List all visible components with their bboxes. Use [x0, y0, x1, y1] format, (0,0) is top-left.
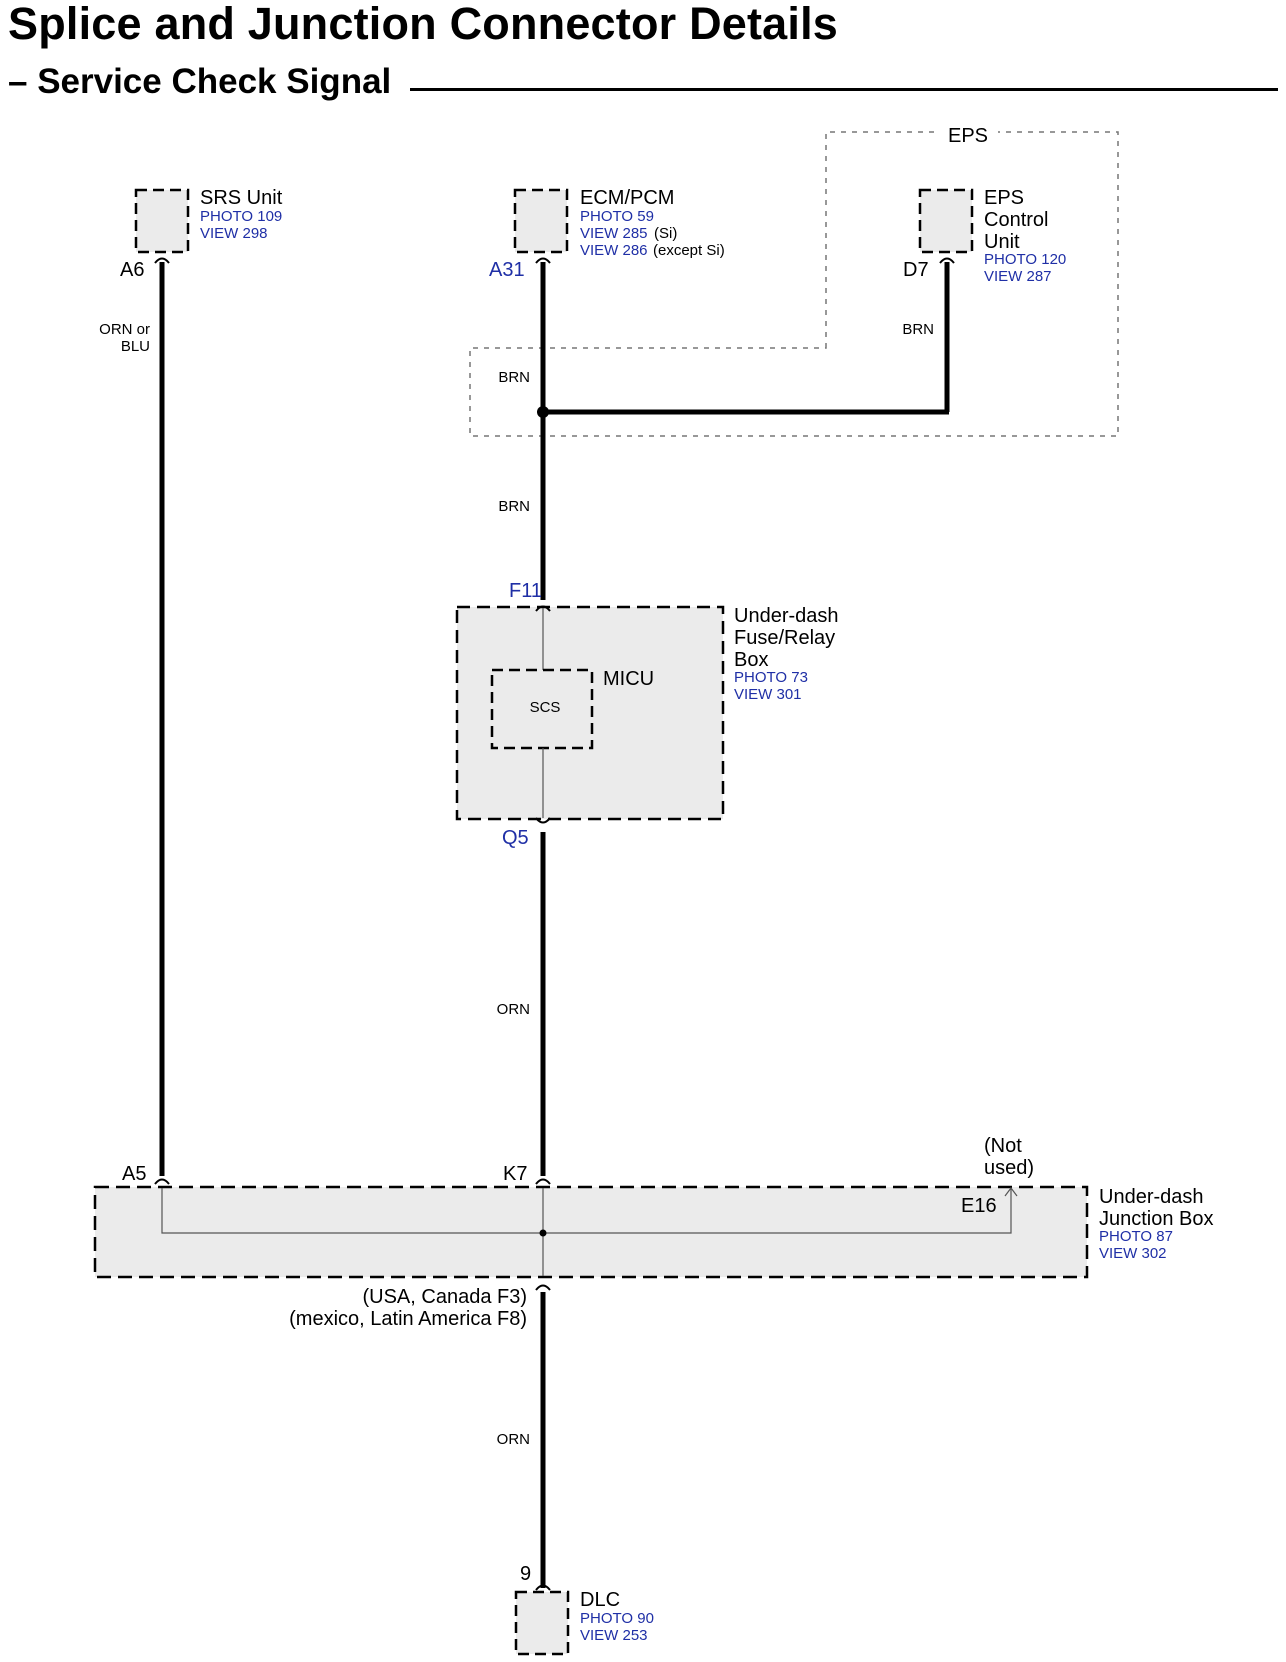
srs-view-ref: VIEW 298	[200, 225, 268, 242]
fuse-junction-wire-color: ORN	[497, 1001, 530, 1018]
ecm-pin-label: A31	[489, 259, 525, 281]
junction-pin-mid: K7	[503, 1163, 527, 1185]
dlc-pin-terminal	[535, 1584, 551, 1591]
junction-terminal-bottom	[535, 1284, 551, 1291]
fuse-box-photo-ref: PHOTO 73	[734, 669, 808, 686]
section-title: – Service Check Signal	[8, 62, 392, 101]
junction-pin-right: E16	[961, 1195, 997, 1217]
eps-pin-label: D7	[903, 259, 929, 281]
section-rule	[410, 88, 1278, 91]
eps-wire-color: BRN	[902, 321, 934, 338]
section-header: – Service Check Signal	[8, 62, 1278, 106]
junction-box-label-line1: Under-dash	[1099, 1186, 1204, 1208]
junction-pin-left: A5	[122, 1163, 146, 1185]
junction-bottom-note-line2: (mexico, Latin America F8)	[289, 1308, 527, 1330]
fuse-box-terminal-bottom	[535, 817, 551, 824]
junction-bottom-note-line1: (USA, Canada F3)	[362, 1286, 527, 1308]
fuse-box-pin-top: F11	[509, 580, 542, 602]
ecm-wire-color-lower: BRN	[498, 498, 530, 515]
eps-photo-ref: PHOTO 120	[984, 251, 1066, 268]
eps-label-bg	[938, 120, 998, 144]
fuse-box-label-line3: Box	[734, 649, 768, 671]
scs-box	[490, 668, 594, 750]
srs-wire-color-line1: ORN or	[99, 321, 150, 338]
ecm-view2-note: (except Si)	[653, 242, 725, 259]
junction-box-label-line2: Junction Box	[1099, 1208, 1214, 1230]
dlc-view-ref: VIEW 253	[580, 1627, 648, 1644]
dlc-pin-label: 9	[520, 1563, 531, 1585]
not-used-line1: (Not	[984, 1135, 1022, 1157]
not-used-line2: used)	[984, 1157, 1034, 1179]
ecm-pin-terminal	[535, 257, 551, 264]
eps-group-label: EPS	[948, 125, 988, 147]
eps-pin-terminal	[939, 257, 955, 264]
fuse-box-label-line2: Fuse/Relay	[734, 627, 835, 649]
ecm-photo-ref: PHOTO 59	[580, 208, 654, 225]
junction-internal-splice	[539, 1229, 547, 1237]
fuse-box-view-ref: VIEW 301	[734, 686, 802, 703]
micu-label: MICU	[603, 668, 654, 690]
junction-dlc-wire-color: ORN	[497, 1431, 530, 1448]
eps-control-unit-connector	[918, 188, 974, 254]
page-title: Splice and Junction Connector Details	[8, 0, 839, 49]
dlc-label: DLC	[580, 1589, 620, 1611]
junction-terminal-mid	[535, 1178, 551, 1185]
eps-label-line3: Unit	[984, 231, 1020, 253]
eps-label-line1: EPS	[984, 187, 1024, 209]
eps-view-ref: VIEW 287	[984, 268, 1052, 285]
srs-photo-ref: PHOTO 109	[200, 208, 282, 225]
dlc-photo-ref: PHOTO 90	[580, 1610, 654, 1627]
ecm-view1-ref: VIEW 285	[580, 225, 648, 242]
ecm-wire-color-upper: BRN	[498, 369, 530, 386]
fuse-box-label-line1: Under-dash	[734, 605, 839, 627]
eps-label-line2: Control	[984, 209, 1048, 231]
junction-box-photo-ref: PHOTO 87	[1099, 1228, 1173, 1245]
fuse-box-terminal-top	[535, 605, 551, 612]
srs-unit-label: SRS Unit	[200, 187, 283, 209]
ecm-pcm-connector	[513, 188, 569, 254]
junction-box-view-ref: VIEW 302	[1099, 1245, 1167, 1262]
dlc-connector	[514, 1590, 570, 1656]
ecm-view1-note: (Si)	[654, 225, 677, 242]
srs-pin-terminal	[154, 257, 170, 264]
junction-box	[93, 1185, 1089, 1279]
splice-point	[537, 406, 549, 418]
junction-terminal-left	[154, 1178, 170, 1185]
srs-wire-color-line2: BLU	[121, 338, 150, 355]
fuse-box-pin-bottom: Q5	[502, 827, 529, 849]
srs-pin-label: A6	[120, 259, 144, 281]
ecm-view2-ref: VIEW 286	[580, 242, 648, 259]
srs-unit-connector	[134, 188, 190, 254]
junction-internal-bus	[161, 1188, 1012, 1234]
scs-label: SCS	[530, 699, 561, 716]
ecm-pcm-label: ECM/PCM	[580, 187, 674, 209]
